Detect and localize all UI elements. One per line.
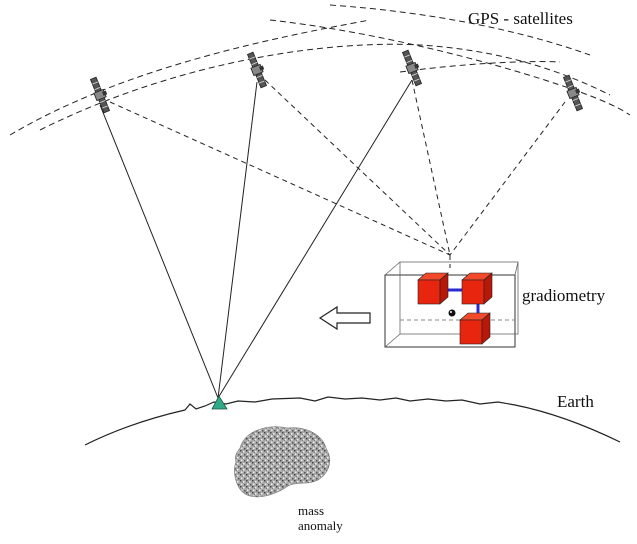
gps-receiver-icon — [211, 395, 228, 410]
orbit-lines — [9, 4, 631, 136]
gradiometry-label: gradiometry — [522, 286, 606, 305]
mass-anomaly-icon — [234, 426, 331, 498]
satellite-icon — [245, 50, 271, 90]
satellite-icon — [400, 48, 426, 88]
mass-anomaly-label: mass anomaly — [298, 503, 343, 533]
earth-surface — [84, 396, 621, 446]
gps-satellites-label: GPS - satellites — [468, 9, 573, 28]
earth-label: Earth — [557, 392, 594, 411]
gradiometer-icon — [384, 261, 519, 348]
ground-tracking-lines — [99, 79, 413, 399]
mass-anomaly-label-line1: mass — [298, 503, 324, 518]
mass-anomaly-label-line2: anomaly — [298, 518, 343, 533]
arrow-left-icon — [318, 305, 371, 331]
gradiometer-tracking-lines — [109, 79, 566, 268]
